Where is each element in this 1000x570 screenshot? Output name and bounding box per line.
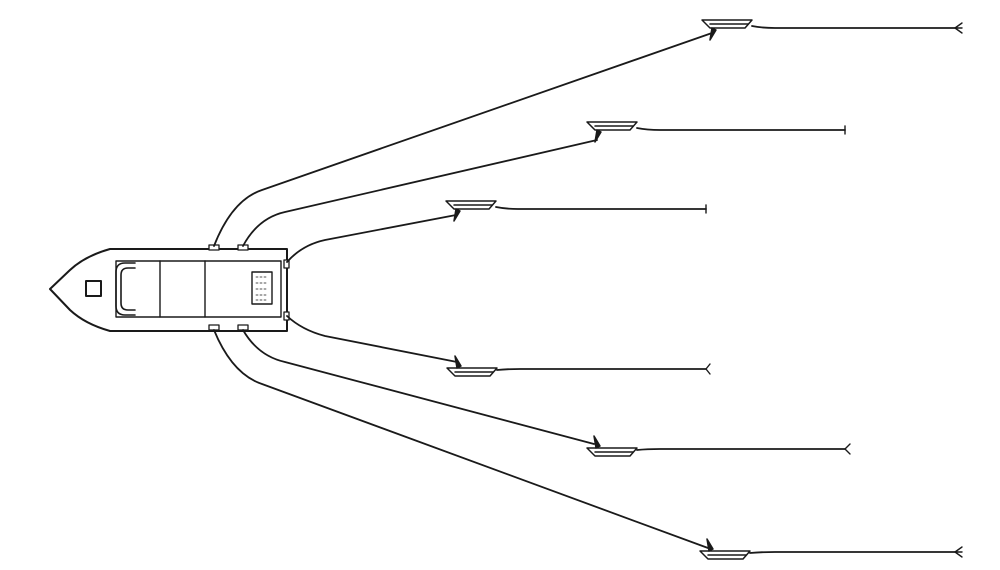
tow-line-port-inner: [286, 214, 457, 263]
fishing-line-port-inner: [495, 206, 707, 210]
tow-line-starboard-inner: [286, 315, 458, 363]
fishing-line-port-outer: [751, 25, 956, 29]
fishing-line-starboard-middle: [636, 448, 846, 451]
tow-lines: [213, 32, 713, 549]
fishing-line-starboard-inner: [496, 368, 707, 371]
cockpit: [115, 260, 282, 318]
boat-hull: [49, 248, 288, 332]
console-panel: [251, 271, 273, 305]
windshield-inner: [120, 267, 136, 311]
planer-boards: [445, 19, 753, 560]
planer-board-port-outer: [701, 19, 753, 41]
fishing-line-starboard-outer: [749, 551, 956, 554]
planer-board-starboard-outer: [699, 538, 751, 560]
tow-line-starboard-outer: [213, 329, 709, 549]
tow-line-port-middle: [242, 139, 598, 247]
planer-board-starboard-middle: [586, 435, 638, 457]
boat: [49, 244, 290, 332]
tow-line-port-outer: [213, 32, 713, 247]
bow-hatch: [85, 280, 102, 297]
console-grid: [255, 276, 269, 301]
lure-starboard-outer: [954, 546, 963, 558]
lure-starboard-middle: [844, 443, 851, 455]
planer-board-starboard-inner: [446, 355, 498, 377]
planer-board-port-inner: [445, 200, 497, 222]
fishing-line-port-middle: [636, 127, 846, 131]
lure-port-outer: [954, 22, 963, 34]
rod-holder: [283, 259, 290, 269]
fishing-lines: [495, 22, 963, 558]
tow-line-starboard-middle: [242, 329, 595, 445]
lure-starboard-inner: [705, 363, 711, 375]
planer-board-port-middle: [586, 121, 638, 143]
